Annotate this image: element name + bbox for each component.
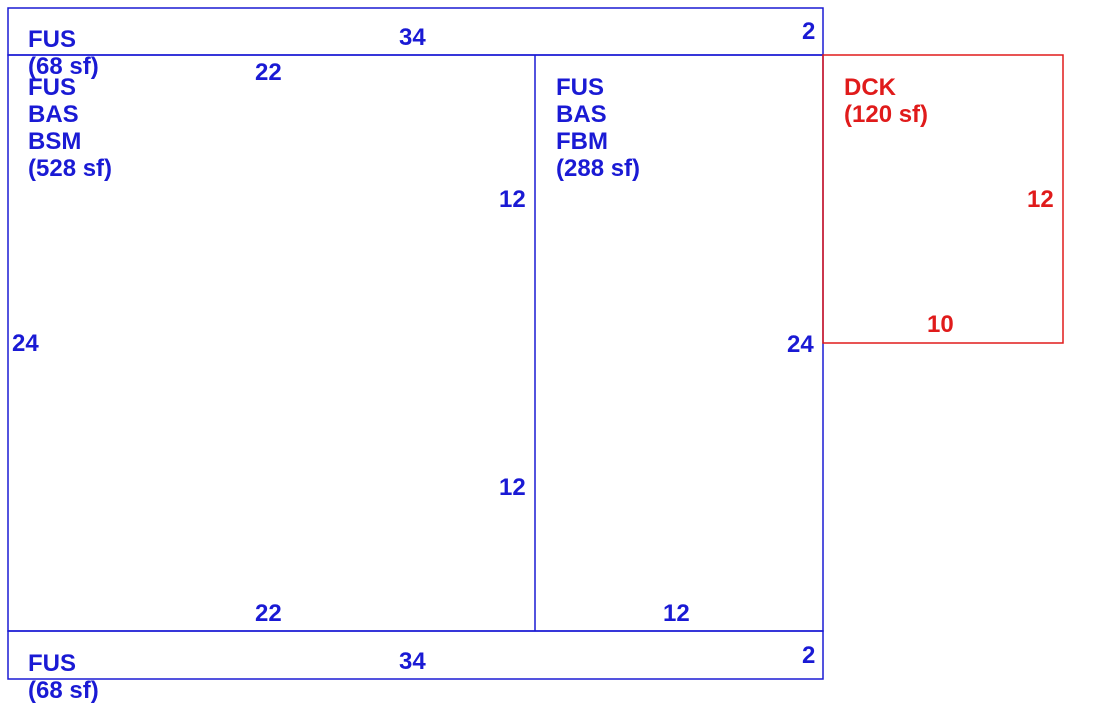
dim-left-room-top: 22 — [255, 59, 282, 86]
main-block-outline — [7, 54, 824, 632]
top-strip-label: FUS (68 sf) — [28, 26, 99, 80]
dim-right-side: 24 — [787, 331, 814, 358]
bottom-strip-label: FUS (68 sf) — [28, 650, 99, 704]
dim-divider-lower: 12 — [499, 474, 526, 501]
dim-top-strip-depth: 2 — [802, 18, 815, 45]
dim-left-room-bottom: 22 — [255, 600, 282, 627]
dim-deck-side: 12 — [1027, 186, 1054, 213]
dim-top-strip-width: 34 — [399, 24, 426, 51]
right-room-label: FUS BAS FBM (288 sf) — [556, 74, 640, 182]
left-room-label: FUS BAS BSM (528 sf) — [28, 74, 112, 182]
deck-label: DCK (120 sf) — [844, 74, 928, 128]
dim-deck-bottom: 10 — [927, 311, 954, 338]
dim-right-room-bottom: 12 — [663, 600, 690, 627]
dim-divider-upper: 12 — [499, 186, 526, 213]
bottom-strip-outline — [7, 630, 824, 680]
deck-outline — [822, 54, 1064, 344]
dim-bottom-strip-depth: 2 — [802, 642, 815, 669]
dim-bottom-strip-width: 34 — [399, 648, 426, 675]
dim-left-side: 24 — [12, 330, 39, 357]
